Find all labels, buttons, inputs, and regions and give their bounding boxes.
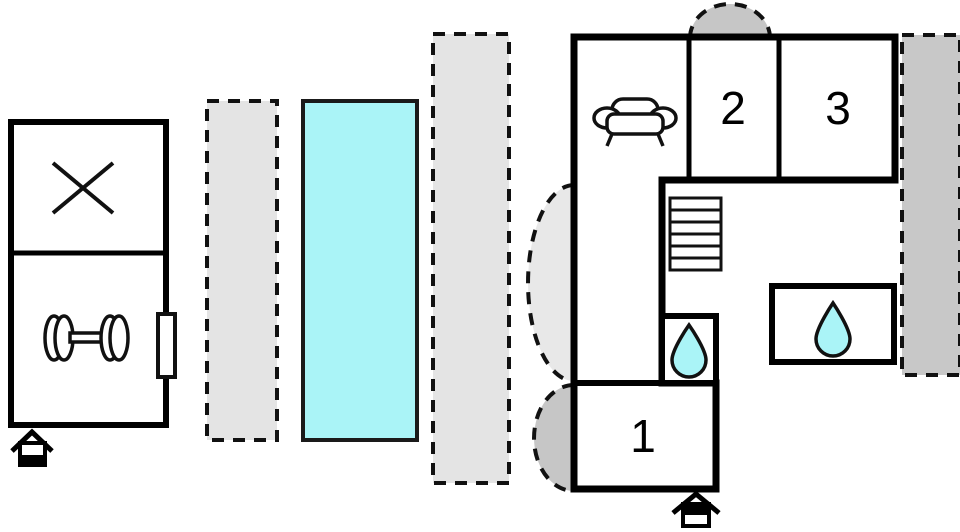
water-drop-icon-left [670, 321, 708, 379]
stairs-icon [668, 196, 723, 272]
sofa-icon [592, 97, 678, 147]
terrace-east [900, 33, 960, 377]
terrace-right [431, 32, 511, 485]
balcony-west-upper [526, 182, 576, 384]
balcony-west-lower [532, 382, 576, 494]
main-entrance-marker [671, 490, 721, 528]
water-drop-icon-right [814, 299, 852, 358]
terrace-left [205, 99, 279, 442]
balcony-north [687, 2, 773, 40]
dumbbell-icon [43, 314, 130, 362]
room-label-bedroom-3: 3 [825, 82, 851, 134]
room-label-bedroom-1: 1 [630, 410, 656, 462]
cross-icon [51, 161, 115, 215]
swimming-pool [301, 99, 419, 442]
room-label-bedroom-2: 2 [720, 82, 746, 134]
annex-building-outline [8, 119, 169, 428]
annex-window [156, 312, 177, 379]
annex-entrance-marker [10, 428, 54, 467]
